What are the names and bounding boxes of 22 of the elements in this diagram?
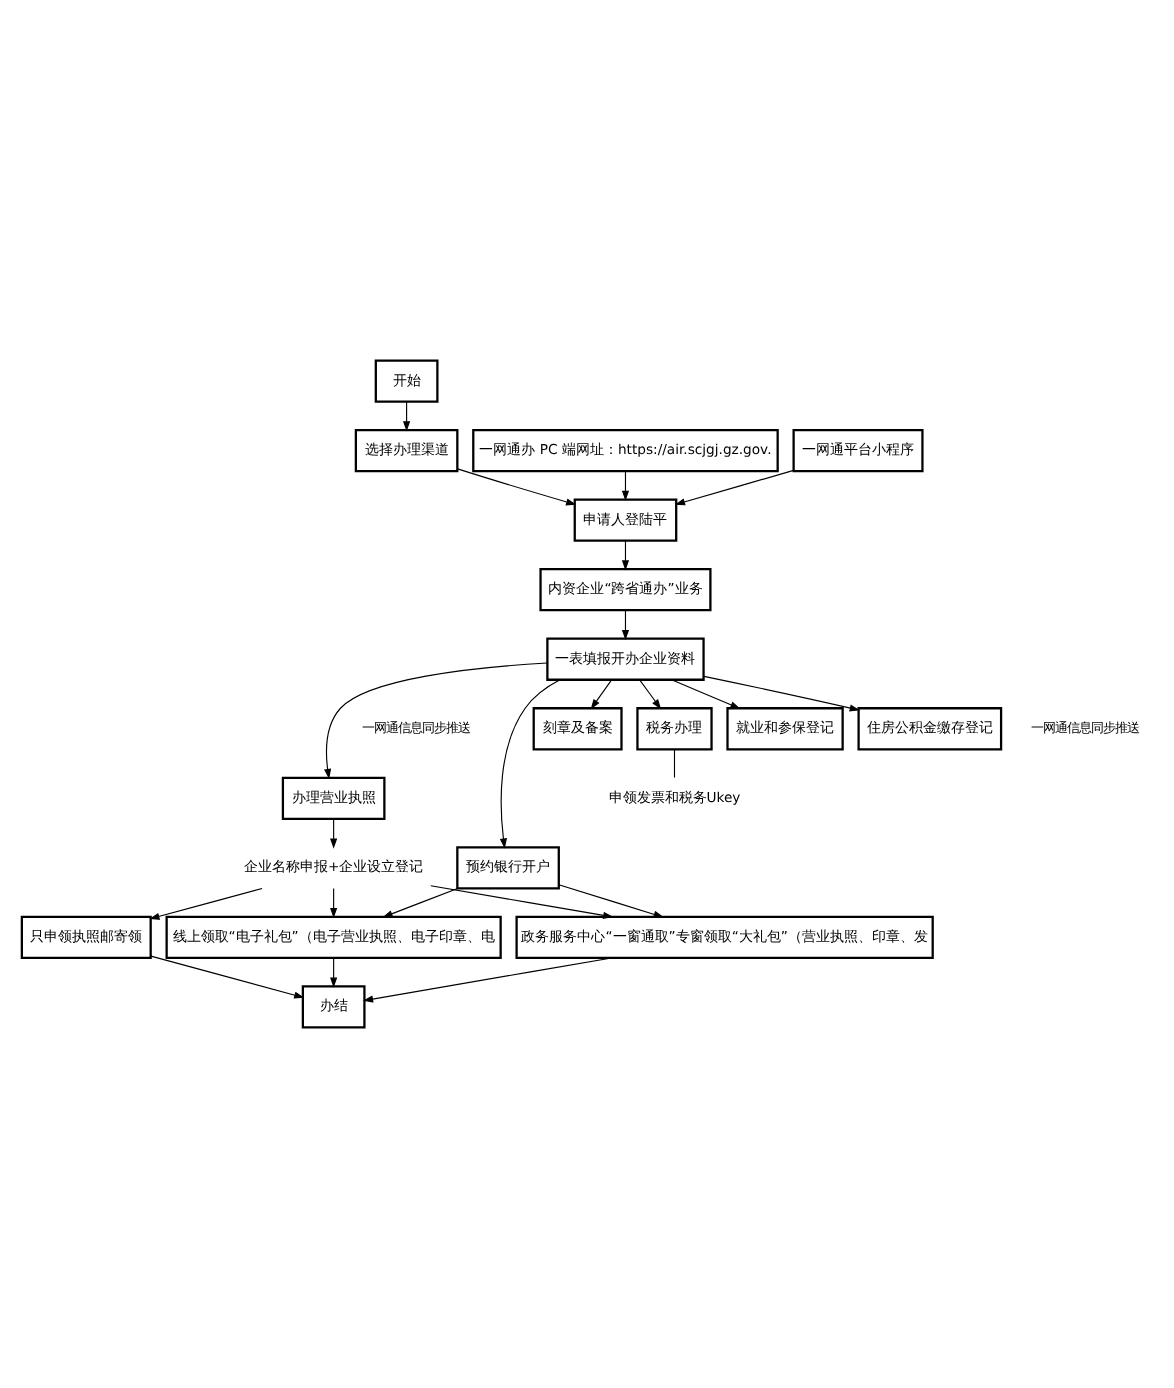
arrow	[149, 887, 263, 920]
connector	[673, 748, 676, 779]
arrow	[150, 955, 305, 999]
arrow	[703, 675, 860, 712]
arrow	[671, 679, 741, 709]
arrow	[499, 679, 561, 849]
arrow	[430, 885, 614, 919]
arrow	[590, 679, 613, 710]
arrow	[403, 401, 411, 432]
arrow	[457, 468, 577, 506]
arrow	[324, 662, 548, 780]
arrow	[639, 679, 662, 710]
arrow	[621, 540, 630, 571]
arrow	[330, 887, 338, 919]
arrow	[362, 957, 613, 1003]
arrow	[621, 470, 630, 502]
arrow	[674, 469, 795, 506]
arrow	[330, 957, 338, 988]
arrow	[621, 609, 630, 641]
arrow	[382, 887, 459, 918]
arrow	[558, 884, 664, 918]
arrow	[330, 818, 338, 849]
